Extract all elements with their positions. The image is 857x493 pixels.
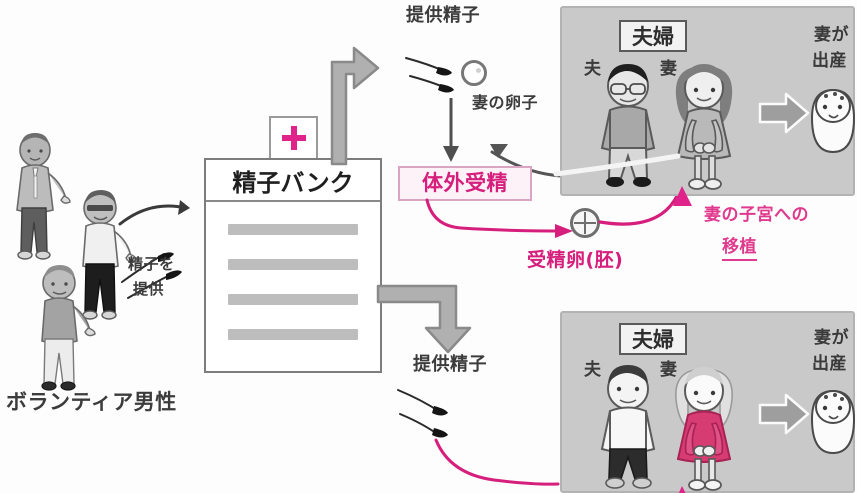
sperm-icon-bottom [397,389,448,438]
medical-cross-card [269,116,318,160]
donate-arrow-and-sperm [118,200,190,299]
couple-panel-top: 夫婦 夫 妻 [553,6,856,196]
volunteer-man-3 [41,265,96,391]
doc-line [228,329,358,340]
donated-sperm-label-bottom: 提供精子 [413,354,487,375]
bottom-block-arrow-icon [376,284,472,354]
sperm-bank-document: 精子バンク [204,158,382,373]
husband-label-top: 夫 [584,59,602,79]
wife-label-bottom: 妻 [660,360,678,380]
wife-figure-top [675,64,733,190]
fertilized-egg-icon [570,208,600,238]
baby-icon-top [810,88,856,154]
top-block-arrow-icon [330,46,380,166]
volunteer-man-2 [82,190,137,320]
baby-icon-bottom [810,389,856,455]
sperm-to-bottom-couple-arrow-icon [434,438,560,486]
block-arrow-icon-bottom [758,393,810,435]
transfer-label-line2: 移植 [722,237,757,261]
down-arrow-to-ivf-icon [443,98,459,162]
birth-label-bottom-line1: 妻が [814,328,849,348]
uterus-entry-arrow-top-icon [673,186,692,206]
birth-label-top-line1: 妻が [814,25,849,45]
ivf-to-zygote-arrow-icon [425,198,573,238]
couple-illustration-bottom [600,365,733,491]
volunteer-man-1 [16,133,71,260]
donate-sperm-label-line2: 提供 [133,280,165,298]
wife-ovum-label: 妻の卵子 [472,93,539,112]
volunteer-men-label: ボランティア男性 [6,390,177,414]
birth-label-bottom-line2: 出産 [812,354,847,374]
sperm-bank-title: 精子バンク [206,160,380,202]
wife-figure-bottom [675,367,733,491]
husband-figure-bottom [600,365,656,489]
uterus-entry-arrow-bottom-icon [678,486,686,493]
couple-badge-bottom: 夫婦 [619,323,687,355]
medical-cross-icon [281,126,306,150]
birth-label-top-line2: 出産 [812,51,847,71]
husband-label-bottom: 夫 [584,360,602,380]
couple-panel-bottom: 夫婦 夫 妻 [560,311,856,493]
ivf-box: 体外受精 [398,166,532,201]
doc-line [228,294,358,305]
doc-line [228,224,358,235]
transfer-label-line1: 妻の子宮への [704,205,809,225]
volunteer-men-illustration [16,133,137,391]
wife-label-top: 妻 [660,59,678,79]
couple-illustration-top [600,64,733,190]
husband-figure-top [600,64,656,187]
ivf-label: 体外受精 [422,171,508,196]
panel-accent-stroke-top [553,153,681,177]
donated-sperm-label-top: 提供精子 [406,5,480,26]
volunteer-men-group [4,128,164,391]
fertilized-egg-label: 受精卵(胚) [527,249,624,271]
sperm-icon-top [405,57,454,93]
block-arrow-icon-top [758,92,810,134]
couple-badge-top: 夫婦 [619,20,687,52]
doc-line [228,259,358,270]
ovum-icon [461,60,487,86]
donate-sperm-label-line1: 精子を [128,255,175,273]
